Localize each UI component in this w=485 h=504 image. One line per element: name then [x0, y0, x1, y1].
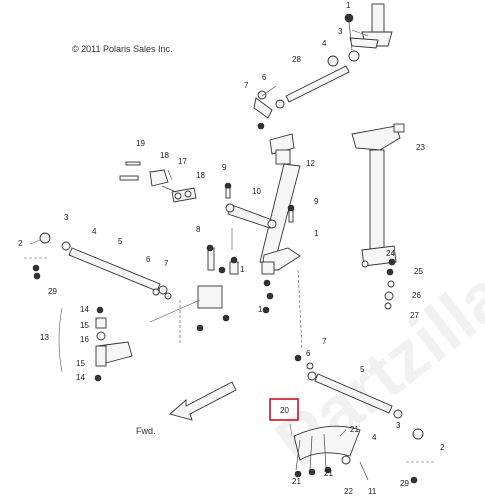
callout-17: 17 — [178, 157, 187, 166]
callout-25: 25 — [414, 267, 423, 276]
callout-4-left: 4 — [92, 227, 97, 236]
callout-7-lower: 7 — [322, 337, 327, 346]
callout-27: 27 — [410, 311, 419, 320]
forward-arrow: Fwd. — [136, 381, 237, 436]
callout-4-top: 4 — [322, 39, 327, 48]
callout-4-right: 4 — [372, 433, 377, 442]
tie-rod-5-right — [294, 354, 436, 484]
callout-labels: 1 3 4 28 6 7 23 19 18 17 18 12 9 10 9 8 … — [18, 1, 445, 496]
callout-13: 13 — [40, 333, 49, 342]
lower-left-assembly-13 — [58, 306, 133, 382]
callout-12: 12 — [306, 159, 315, 168]
callout-1-top: 1 — [346, 1, 351, 10]
callout-19: 19 — [136, 139, 145, 148]
callout-23: 23 — [416, 143, 425, 152]
upper-column-assembly — [344, 3, 393, 62]
steering-bracket-assembly — [152, 244, 239, 344]
highlight-box — [269, 398, 299, 421]
steering-post-12 — [259, 133, 301, 314]
callout-10: 10 — [252, 187, 261, 196]
callout-6-left: 6 — [146, 255, 151, 264]
callout-21-lower-right: 21 — [324, 469, 333, 478]
tie-rod-5-left — [24, 232, 168, 295]
callout-24: 24 — [386, 249, 395, 258]
callout-5-left: 5 — [118, 237, 123, 246]
callout-3-right: 3 — [396, 421, 401, 430]
callout-21-right: 21 — [350, 425, 359, 434]
pitman-arm-10 — [225, 203, 277, 229]
callout-5-right: 5 — [360, 365, 365, 374]
callout-6-lower: 6 — [306, 349, 311, 358]
callout-9-right: 9 — [314, 197, 319, 206]
tie-rod-28 — [253, 55, 350, 130]
callout-15-upper: 15 — [80, 321, 89, 330]
watermark-text: Partzilla — [261, 254, 485, 481]
copyright-text: © 2011 Polaris Sales Inc. — [72, 44, 173, 54]
callout-18-a: 18 — [160, 151, 169, 160]
callout-2-right: 2 — [440, 443, 445, 452]
callout-8: 8 — [196, 225, 201, 234]
spindle-assembly-23 — [351, 123, 405, 310]
callout-3-left: 3 — [64, 213, 69, 222]
callout-14-lower: 14 — [76, 373, 85, 382]
fasteners-9 — [224, 182, 295, 223]
forward-label: Fwd. — [136, 426, 156, 436]
callout-3-top: 3 — [338, 27, 343, 36]
callout-21-lower-left: 21 — [292, 477, 301, 486]
callout-11: 11 — [368, 487, 377, 496]
callout-20: 20 — [280, 406, 289, 415]
callout-7-top: 7 — [244, 81, 249, 90]
callout-16: 16 — [80, 335, 89, 344]
callout-7-left: 7 — [164, 259, 169, 268]
callout-18-b: 18 — [196, 171, 205, 180]
bolt-set-17-19 — [119, 161, 197, 203]
callout-26: 26 — [412, 291, 421, 300]
callout-22: 22 — [344, 487, 353, 496]
callout-15-lower: 15 — [76, 359, 85, 368]
leader-lines — [29, 29, 369, 437]
callout-14-upper: 14 — [80, 305, 89, 314]
callout-1-lower: 1 — [258, 305, 263, 314]
callout-29-right: 29 — [400, 479, 409, 488]
skid-bracket-21 — [293, 425, 369, 481]
callout-2-left: 2 — [18, 239, 23, 248]
callout-1-center: 1 — [240, 265, 245, 274]
callout-9-left: 9 — [222, 163, 227, 172]
callout-29-left: 29 — [48, 287, 57, 296]
callout-1-right: 1 — [314, 229, 319, 238]
callout-6-top: 6 — [262, 73, 267, 82]
callout-28: 28 — [292, 55, 301, 64]
